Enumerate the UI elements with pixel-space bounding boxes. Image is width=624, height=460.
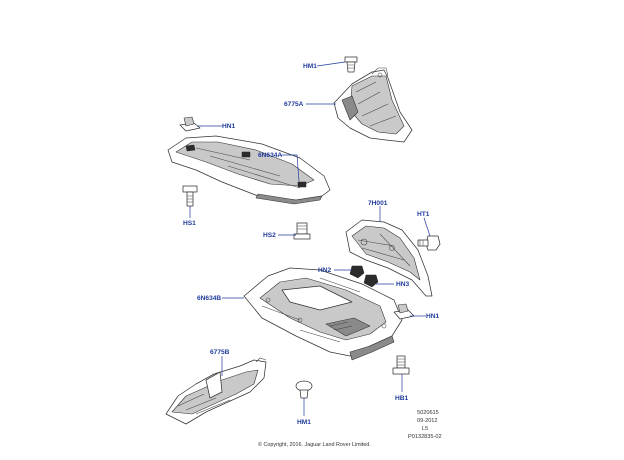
callout-hn2: HN2 <box>318 267 332 274</box>
nut-hn2 <box>349 265 365 279</box>
callout-hn3: HN3 <box>396 281 410 288</box>
copyright-notice: © Copyright, 2016. Jaguar Land Rover Lim… <box>258 441 371 448</box>
bracket-6775b <box>165 357 267 425</box>
callout-6n634b: 6N634B <box>197 295 221 302</box>
screw-hs1 <box>182 185 198 207</box>
callout-6n634a: 6N634A <box>258 152 282 159</box>
bolt-ht1 <box>417 235 441 251</box>
bolt-hb1 <box>392 355 410 375</box>
reference-block: 5020615 09-2012 L5 P0132835-02 <box>408 410 442 440</box>
reference-code: L5 <box>422 426 428 432</box>
reference-date: 09-2012 <box>417 418 438 424</box>
callout-6775a: 6775A <box>284 101 304 108</box>
shield-7h001 <box>345 219 433 297</box>
callout-7h001: 7H001 <box>368 200 388 207</box>
callout-hs2: HS2 <box>263 232 276 239</box>
bracket-6775a <box>333 67 413 143</box>
callout-hn1-right: HN1 <box>426 313 440 320</box>
fastener-hm1-bottom <box>295 380 313 399</box>
clip-hn1-top <box>179 116 201 132</box>
reference-id: P0132835-02 <box>408 434 442 440</box>
fastener-hm1-top <box>344 56 358 73</box>
callout-hs1: HS1 <box>183 220 196 227</box>
nut-hn3 <box>363 274 379 288</box>
callout-hm1-bottom: HM1 <box>297 419 311 426</box>
shield-6n634b <box>243 267 403 361</box>
callout-hb1: HB1 <box>395 395 409 402</box>
callout-6775b: 6775B <box>210 349 230 356</box>
callout-ht1: HT1 <box>417 211 430 218</box>
callout-labels: HM1 6775A HN1 6N634A HS1 HS2 7H001 HT1 H… <box>183 63 440 426</box>
callout-hn1-top: HN1 <box>222 123 236 130</box>
screw-hs2 <box>293 222 311 240</box>
leader-lines <box>189 61 431 416</box>
callout-hm1-top: HM1 <box>303 63 317 70</box>
shield-6n634a <box>167 135 331 205</box>
reference-number: 5020615 <box>417 410 439 416</box>
clip-hn1-right <box>393 303 415 320</box>
